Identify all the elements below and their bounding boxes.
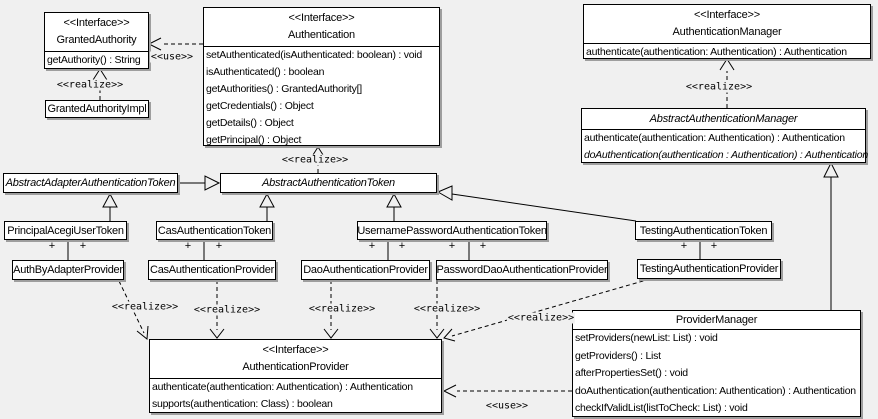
class-name: GrantedAuthority bbox=[56, 34, 137, 46]
method-item: getCredentials() : Object bbox=[206, 100, 314, 112]
class-name: DaoAuthenticationProvider bbox=[303, 264, 428, 276]
multiplicity-label: + bbox=[398, 240, 406, 252]
class-name: AuthenticationProvider bbox=[242, 361, 349, 373]
realize-label: <<realize>> bbox=[280, 154, 350, 166]
class-username-password-authentication-token[interactable]: UsernamePasswordAuthenticationToken bbox=[357, 221, 547, 240]
class-name: Authentication bbox=[288, 29, 355, 41]
multiplicity-label: + bbox=[48, 240, 56, 252]
stereotype-label: <<Interface>> bbox=[262, 344, 329, 356]
methods-compartment: authenticate(authentication: Authenticat… bbox=[582, 129, 868, 164]
methods-compartment: setAuthenticated(isAuthenticated: boolea… bbox=[204, 46, 439, 149]
multiplicity-label: + bbox=[680, 240, 688, 252]
method-item: setAuthenticated(isAuthenticated: boolea… bbox=[206, 49, 422, 61]
class-abstract-adapter-authentication-token[interactable]: AbstractAdapterAuthenticationToken bbox=[3, 173, 178, 193]
class-authentication[interactable]: <<Interface>> Authentication setAuthenti… bbox=[203, 7, 440, 146]
edge-generalization-provider-manager-to-abstract-manager bbox=[823, 161, 839, 310]
class-abstract-authentication-manager[interactable]: AbstractAuthenticationManager authentica… bbox=[581, 108, 868, 164]
edge-use-provider-manager-to-authentication-provider bbox=[442, 384, 572, 398]
multiplicity-label: + bbox=[368, 240, 376, 252]
edge-use-authentication-to-granted-authority bbox=[147, 37, 203, 51]
method-item: doAuthentication(authentication: Authent… bbox=[575, 384, 856, 397]
method-item: getPrincipal() : Object bbox=[206, 134, 302, 146]
stereotype-label: <<Interface>> bbox=[63, 17, 130, 29]
class-header: <<Interface>> GrantedAuthority bbox=[45, 13, 148, 51]
method-item: doAuthentication(authentication : Authen… bbox=[584, 149, 868, 161]
methods-compartment: authenticate(authentication: Authenticat… bbox=[150, 378, 441, 413]
method-item: authenticate(authentication: Authenticat… bbox=[152, 381, 413, 393]
class-authentication-provider[interactable]: <<Interface>> AuthenticationProvider aut… bbox=[149, 339, 442, 413]
class-name: AbstractAuthenticationToken bbox=[262, 177, 395, 189]
class-name: TestingAuthenticationToken bbox=[639, 224, 768, 237]
multiplicity-label: + bbox=[448, 240, 456, 252]
method-item: afterPropertiesSet() : void bbox=[575, 367, 688, 380]
method-item: getAuthority() : String bbox=[47, 54, 141, 66]
class-name: AbstractAuthenticationManager bbox=[649, 113, 798, 125]
multiplicity-label: + bbox=[710, 240, 718, 252]
multiplicity-label: + bbox=[184, 240, 192, 252]
method-item: checkIfValidList(listToCheck: List) : vo… bbox=[575, 402, 748, 415]
class-testing-authentication-token[interactable]: TestingAuthenticationToken bbox=[635, 221, 772, 240]
method-item: setProviders(newList: List) : void bbox=[575, 332, 718, 344]
class-name: AbstractAdapterAuthenticationToken bbox=[5, 177, 176, 189]
realize-label: <<realize>> bbox=[55, 79, 125, 91]
edge-generalization-cas-authentication-token bbox=[259, 192, 275, 221]
realize-label: <<realize>> bbox=[192, 304, 262, 316]
edge-generalization-username-password-token bbox=[386, 192, 402, 221]
stereotype-label: <<Interface>> bbox=[694, 9, 760, 21]
method-item: authenticate(authentication: Authenticat… bbox=[584, 132, 845, 144]
class-header: <<Interface>> AuthenticationProvider bbox=[150, 340, 441, 378]
class-cas-authentication-provider[interactable]: CasAuthenticationProvider bbox=[148, 260, 276, 280]
realize-label: <<realize>> bbox=[506, 312, 576, 324]
edge-generalization-principal-acegi-user-token bbox=[102, 192, 118, 221]
class-header: <<Interface>> AuthenticationManager bbox=[584, 5, 870, 43]
edge-association-token-provider-lines bbox=[67, 240, 701, 260]
class-header: <<Interface>> Authentication bbox=[204, 8, 439, 46]
methods-compartment: authenticate(authentication: Authenticat… bbox=[584, 43, 870, 61]
multiplicity-label: + bbox=[215, 240, 223, 252]
class-name: CasAuthenticationProvider bbox=[150, 264, 274, 276]
realize-label: <<realize>> bbox=[110, 301, 180, 313]
method-item: supports(authentication: Class) : boolea… bbox=[152, 398, 333, 410]
class-provider-manager[interactable]: ProviderManager setProviders(newList: Li… bbox=[572, 310, 861, 417]
class-principal-acegi-user-token[interactable]: PrincipalAcegiUserToken bbox=[4, 221, 127, 240]
edge-generalization-testing-authentication-token bbox=[436, 185, 637, 222]
method-item: getProviders() : List bbox=[575, 349, 661, 362]
method-item: isAuthenticated() : boolean bbox=[206, 66, 325, 78]
use-label: <<use>> bbox=[484, 400, 530, 412]
class-name: ProviderManager bbox=[675, 314, 758, 326]
class-name: TestingAuthenticationProvider bbox=[639, 263, 779, 275]
class-name: PasswordDaoAuthenticationProvider bbox=[436, 264, 608, 276]
method-item: getDetails() : Object bbox=[206, 117, 294, 129]
stereotype-label: <<Interface>> bbox=[288, 12, 355, 24]
class-authentication-manager[interactable]: <<Interface>> AuthenticationManager auth… bbox=[583, 4, 871, 59]
class-granted-authority-impl[interactable]: GrantedAuthorityImpl bbox=[45, 100, 149, 118]
class-name: UsernamePasswordAuthenticationToken bbox=[357, 224, 547, 237]
class-dao-authentication-provider[interactable]: DaoAuthenticationProvider bbox=[301, 260, 430, 280]
multiplicity-label: + bbox=[479, 240, 487, 252]
realize-label: <<realize>> bbox=[307, 303, 377, 315]
method-item: getAuthorities() : GrantedAuthority[] bbox=[206, 83, 362, 95]
class-name: AuthByAdapterProvider bbox=[13, 264, 123, 276]
class-testing-authentication-provider[interactable]: TestingAuthenticationProvider bbox=[637, 259, 781, 279]
class-name: CasAuthenticationToken bbox=[157, 224, 272, 237]
multiplicity-label: + bbox=[79, 240, 87, 252]
class-name: PrincipalAcegiUserToken bbox=[7, 224, 124, 237]
methods-compartment: getAuthority() : String bbox=[45, 51, 148, 69]
methods-compartment: setProviders(newList: List) : void getPr… bbox=[573, 329, 860, 418]
use-label: <<use>> bbox=[149, 51, 195, 63]
class-password-dao-authentication-provider[interactable]: PasswordDaoAuthenticationProvider bbox=[436, 260, 608, 280]
method-item: authenticate(authentication: Authenticat… bbox=[586, 46, 847, 58]
class-auth-by-adapter-provider[interactable]: AuthByAdapterProvider bbox=[12, 260, 124, 280]
realize-label: <<realize>> bbox=[412, 303, 482, 315]
class-granted-authority[interactable]: <<Interface>> GrantedAuthority getAuthor… bbox=[44, 12, 149, 69]
class-name: GrantedAuthorityImpl bbox=[47, 103, 147, 115]
realize-label: <<realize>> bbox=[684, 81, 754, 93]
class-abstract-authentication-token[interactable]: AbstractAuthenticationToken bbox=[220, 173, 437, 193]
edge-generalization-adapter-token-to-abstract-token bbox=[178, 175, 221, 191]
class-cas-authentication-token[interactable]: CasAuthenticationToken bbox=[156, 221, 273, 240]
class-name: AuthenticationManager bbox=[672, 26, 782, 38]
